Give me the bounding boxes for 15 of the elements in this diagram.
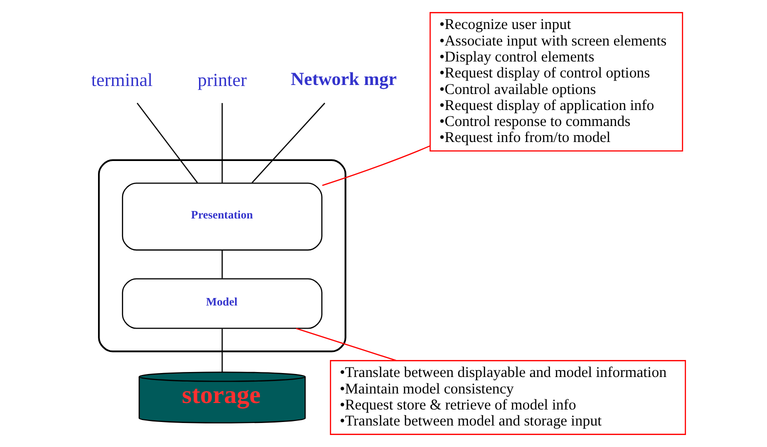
connector bbox=[136, 102, 198, 184]
node-box: Model bbox=[122, 278, 322, 329]
connector bbox=[222, 250, 223, 278]
connector bbox=[252, 102, 326, 184]
node-text: printer bbox=[198, 70, 247, 90]
connector bbox=[222, 103, 223, 183]
node-box: Presentation bbox=[122, 182, 322, 251]
connector bbox=[296, 328, 396, 361]
connector bbox=[322, 145, 430, 186]
node-text: Network mgr bbox=[290, 69, 397, 89]
node-box: •Recognize user input •Associate input with screen elements •Display control elements •Request display of control options •Control available options •Request display of application info •Control response to commands •Request info from/to model bbox=[430, 12, 684, 152]
connector bbox=[222, 328, 223, 372]
node-box: •Translate between displayable and model information •Maintain model consistency •Request store & retrieve of model info •Translate between model and storage input bbox=[330, 360, 686, 435]
node-text: terminal bbox=[91, 70, 153, 90]
cluster bbox=[98, 159, 346, 352]
